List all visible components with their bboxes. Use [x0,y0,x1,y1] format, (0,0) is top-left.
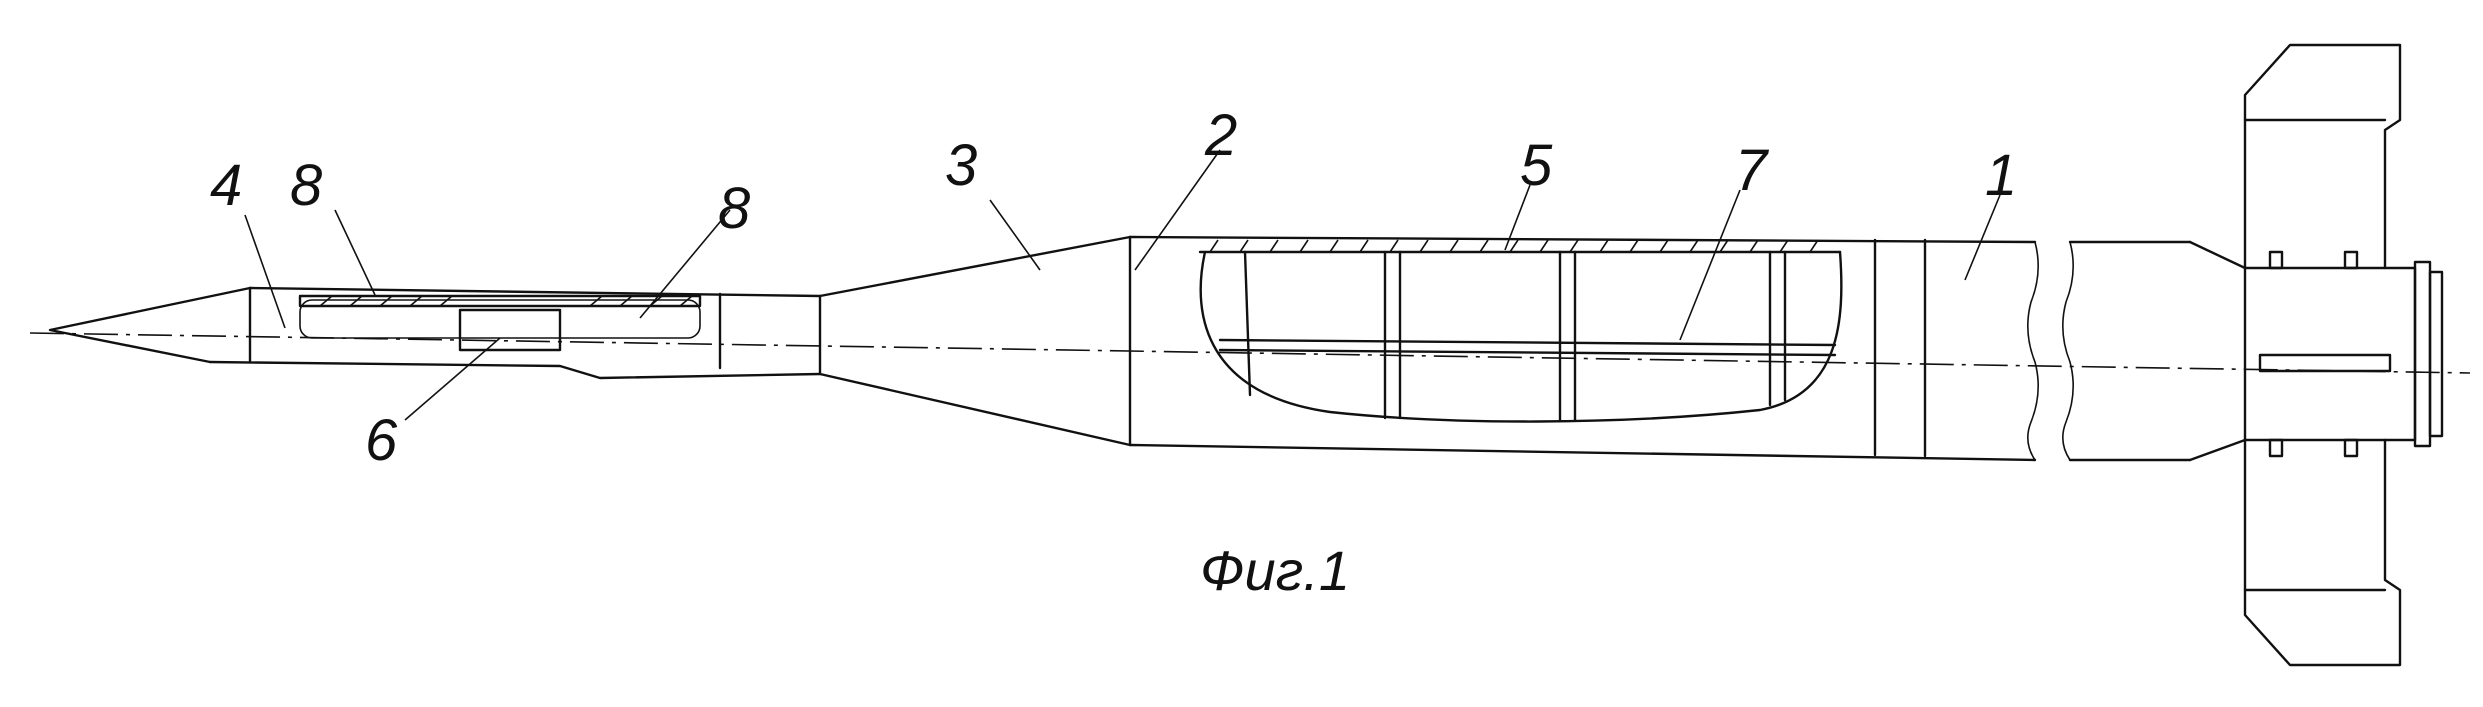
forward-section [208,286,822,380]
figure-caption: Фиг.1 [1200,539,1350,602]
main-body [1128,235,2074,462]
centre-axis [29,332,2471,374]
label-8-left: 8 [290,153,322,218]
nose-cone [48,286,252,364]
label-6: 6 [365,408,398,473]
tail-section [2068,43,2444,667]
transition-cone [818,235,1132,447]
label-1: 1 [1985,143,2017,208]
label-7: 7 [1735,138,1770,203]
label-2: 2 [1204,103,1237,168]
label-4: 4 [210,153,242,218]
label-3: 3 [945,133,977,198]
leader-lines [244,149,2001,421]
label-8-right: 8 [718,176,750,241]
label-5: 5 [1520,133,1553,198]
